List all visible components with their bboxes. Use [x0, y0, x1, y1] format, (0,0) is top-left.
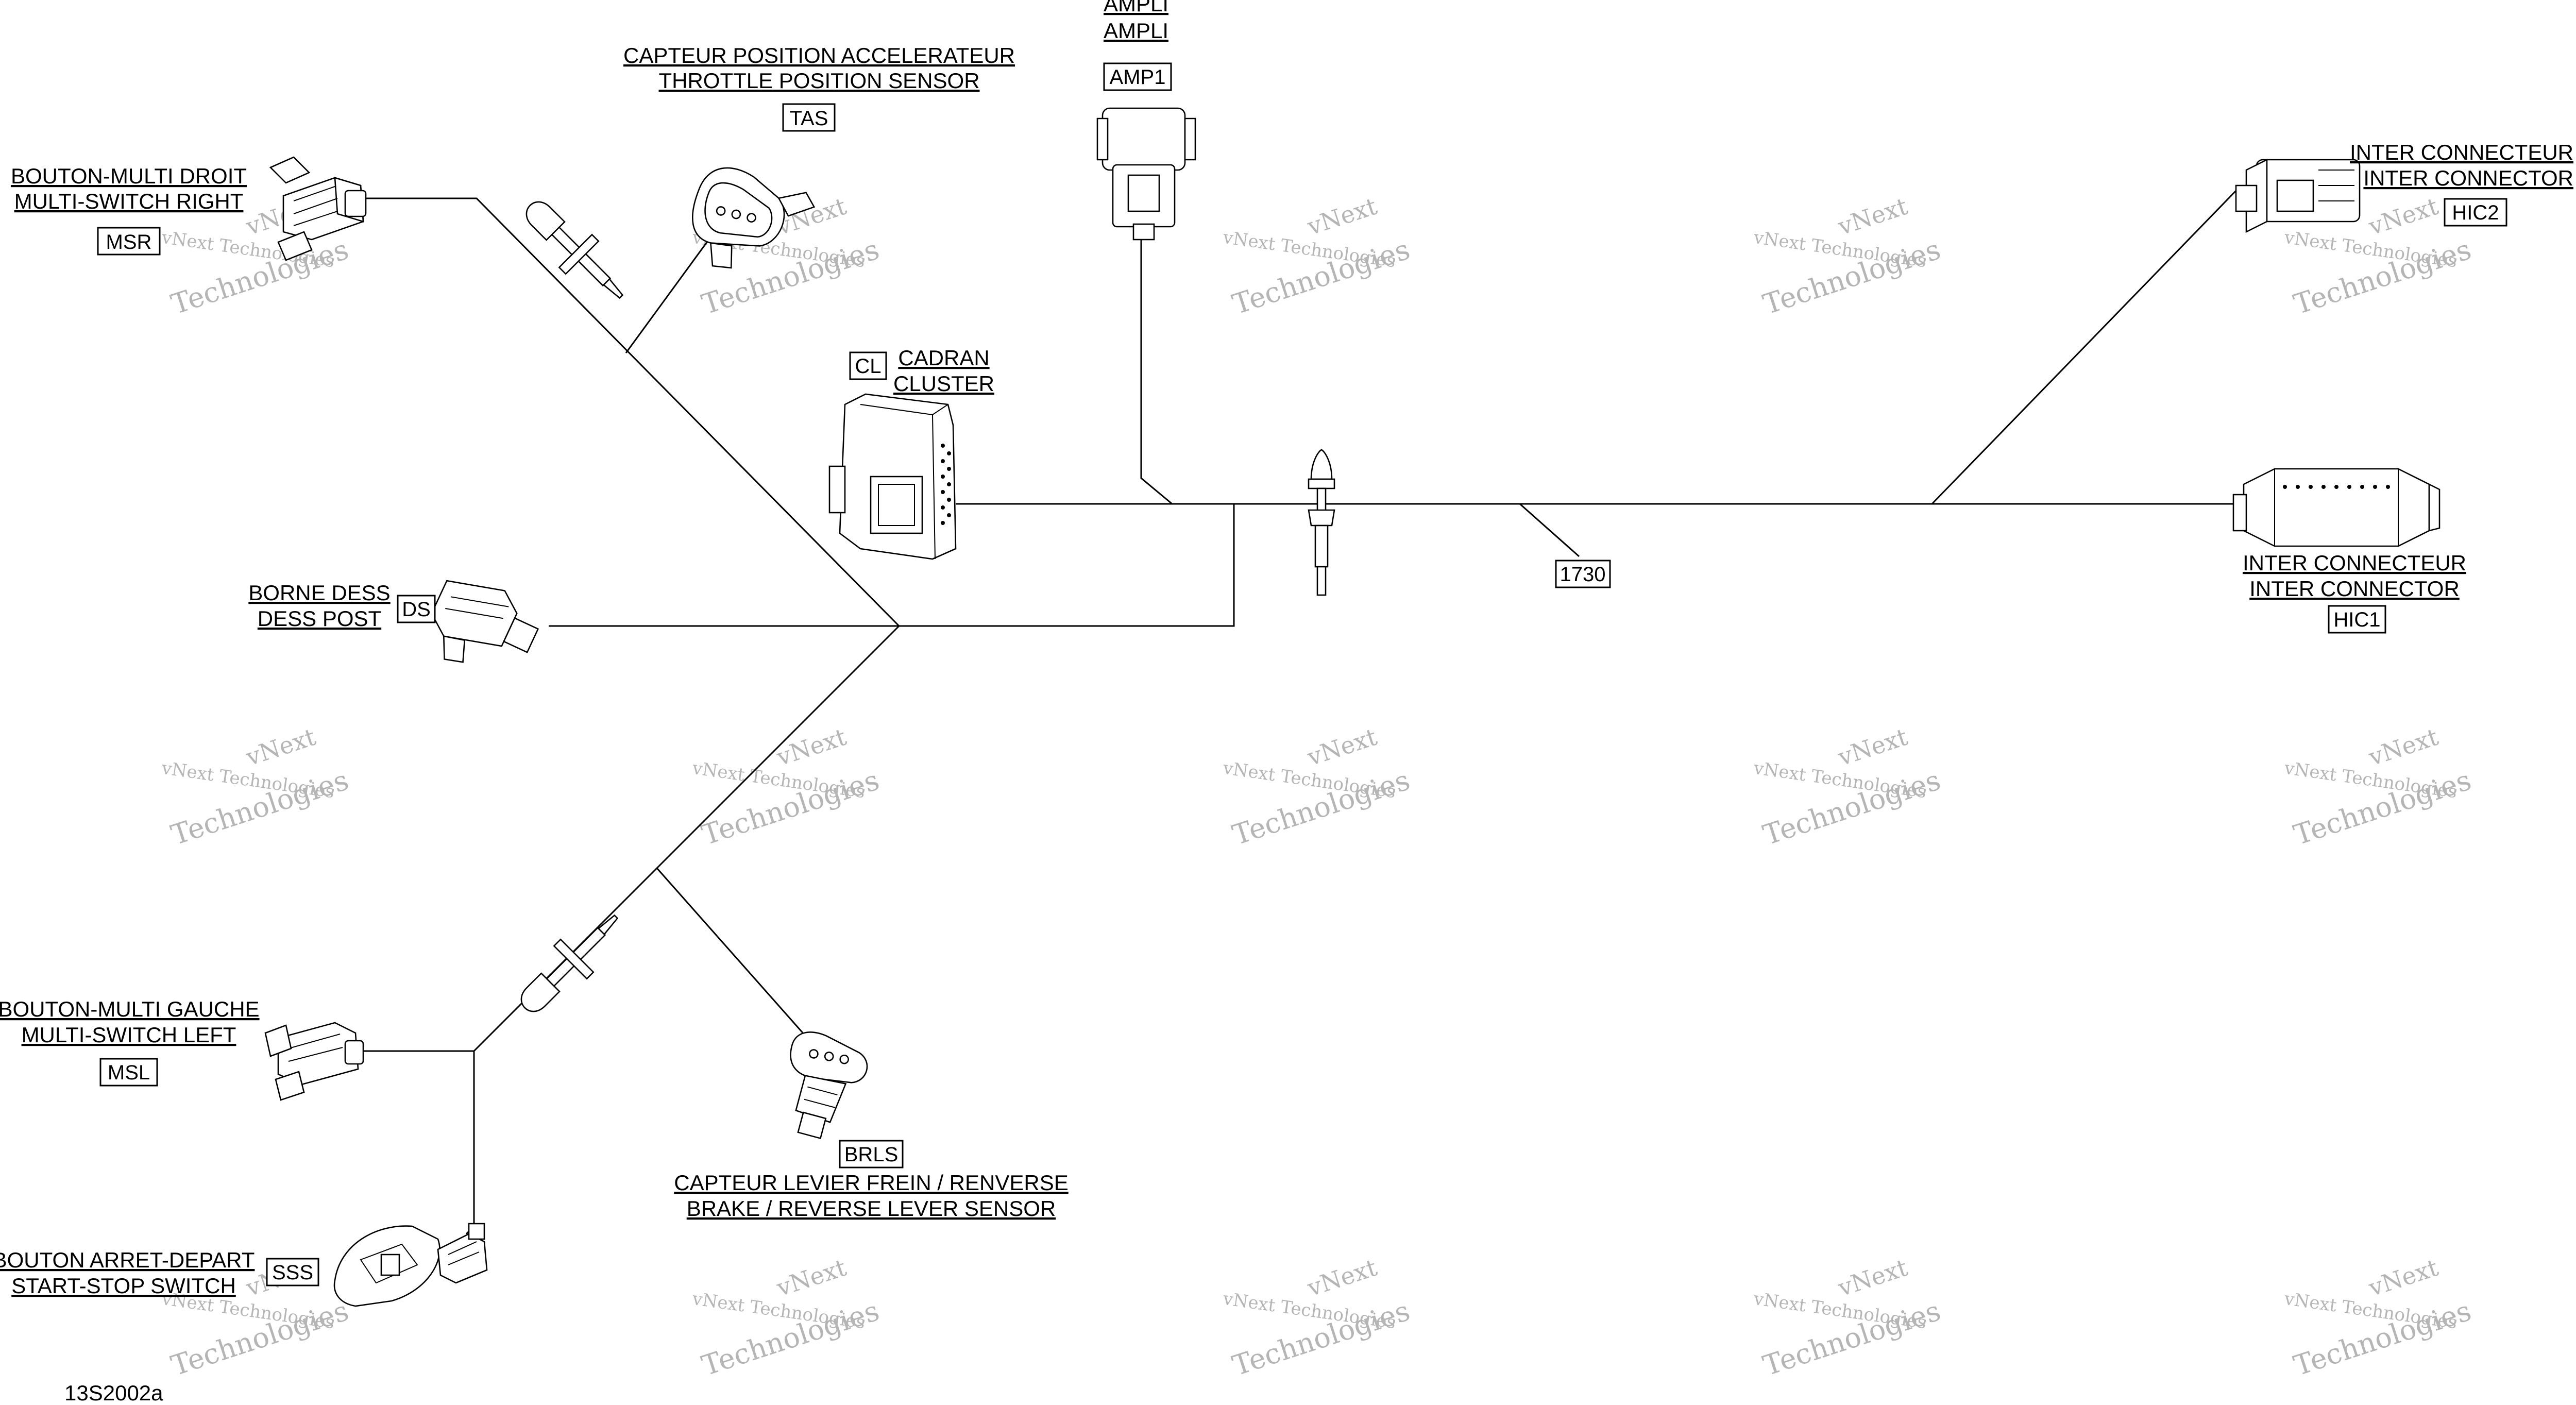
hic2-connector-icon: [2235, 158, 2361, 233]
msl-label-en: MULTI-SWITCH LEFT: [22, 1023, 236, 1047]
wire-1730: [1519, 503, 1580, 557]
cl-connector-icon: [828, 393, 957, 560]
watermark-text: vNext: [773, 723, 850, 771]
msr-label: BOUTON-MULTI DROIT MULTI-SWITCH RIGHT MS…: [11, 164, 247, 256]
ds-connector-icon: [431, 580, 539, 663]
watermark-text: vNext: [2365, 192, 2442, 241]
watermark-text: vNext: [2365, 723, 2442, 771]
watermark-text: vNext: [773, 1254, 850, 1302]
harness-clip-upper: [526, 201, 624, 299]
hic1-label-en: INTER CONNECTOR: [2249, 577, 2460, 601]
msl-code: MSL: [108, 1061, 150, 1084]
sss-switch-icon: [333, 1223, 488, 1307]
tas-code: TAS: [790, 107, 828, 130]
wire-sss: [465, 1051, 475, 1235]
watermark-text: vNext: [1303, 192, 1380, 241]
msr-label-fr: BOUTON-MULTI DROIT: [11, 164, 247, 188]
sss-label-fr: BOUTON ARRET-DEPART: [0, 1248, 255, 1272]
cl-code: CL: [855, 355, 881, 378]
watermark-text: vNext: [1303, 1254, 1380, 1302]
brls-sensor-icon: [790, 1031, 868, 1139]
hic1-label-fr: INTER CONNECTEUR: [2243, 551, 2466, 575]
sss-label-en: START-STOP SWITCH: [11, 1274, 236, 1298]
cl-label-fr: CADRAN: [898, 346, 989, 370]
watermark-text: vNext: [242, 723, 319, 771]
sss-label: BOUTON ARRET-DEPART START-STOP SWITCH SS…: [0, 1248, 319, 1298]
harness-clip-center: [1308, 449, 1335, 596]
watermark-text: vNext: [1303, 723, 1380, 771]
watermark-text: vNext: [1834, 192, 1911, 241]
watermark-text: vNext: [1834, 723, 1911, 771]
cl-label-en: CLUSTER: [893, 371, 994, 396]
msr-code: MSR: [106, 231, 152, 253]
brls-code: BRLS: [844, 1143, 899, 1166]
watermark-text: vNext: [1834, 1254, 1911, 1302]
msr-connector-icon: [269, 156, 367, 261]
ds-label-fr: BORNE DESS: [248, 581, 390, 605]
ds-code: DS: [402, 598, 431, 621]
sss-code: SSS: [272, 1261, 313, 1284]
hic1-connector-icon: [2232, 468, 2441, 547]
wire-down-to-junction: [899, 504, 1235, 627]
tas-sensor-icon: [692, 167, 816, 269]
watermark-text: vNext: [2365, 1254, 2442, 1302]
harness-wires: [343, 187, 2249, 1235]
amp1-code: AMP1: [1110, 66, 1166, 89]
brls-label-fr: CAPTEUR LEVIER FREIN / RENVERSE: [674, 1171, 1069, 1195]
msl-label: BOUTON-MULTI GAUCHE MULTI-SWITCH LEFT MS…: [0, 997, 260, 1087]
branch-tag: 1730: [1555, 560, 1611, 588]
msl-label-fr: BOUTON-MULTI GAUCHE: [0, 997, 260, 1021]
tas-label-en: THROTTLE POSITION SENSOR: [658, 69, 979, 93]
harness-clip-lower: [520, 914, 619, 1012]
brls-label-en: BRAKE / REVERSE LEVER SENSOR: [687, 1196, 1056, 1221]
hic2-code: HIC2: [2452, 201, 2499, 224]
wire-brls: [656, 868, 818, 1049]
amp1-connector-icon: [1096, 107, 1196, 241]
ds-label: BORNE DESS DESS POST DS: [248, 581, 436, 631]
msl-connector-icon: [264, 1022, 364, 1101]
amp1-label-en: AMPLI: [1104, 19, 1168, 43]
hic2-label-fr: INTER CONNECTEUR: [2350, 140, 2573, 164]
tas-label-fr: CAPTEUR POSITION ACCELERATEUR: [623, 43, 1015, 67]
amp1-label: AMPLI AMPLI AMP1: [1103, 0, 1172, 91]
wire-amp1: [1140, 232, 1173, 505]
hic2-label-en: INTER CONNECTOR: [2363, 166, 2573, 190]
wire-msr: [355, 197, 900, 627]
cl-label: CL CADRAN CLUSTER: [849, 346, 994, 396]
wire-hic2: [1931, 187, 2240, 505]
drawing-number: 13S2002a: [64, 1381, 163, 1405]
amp1-label-fr: AMPLI: [1104, 0, 1168, 16]
ds-label-en: DESS POST: [258, 606, 381, 631]
brls-label: BRLS CAPTEUR LEVIER FREIN / RENVERSE BRA…: [674, 1140, 1069, 1221]
hic1-code: HIC1: [2333, 608, 2380, 631]
msr-label-en: MULTI-SWITCH RIGHT: [14, 189, 244, 213]
hic1-label: INTER CONNECTEUR INTER CONNECTOR HIC1: [2243, 551, 2466, 634]
hic2-label: INTER CONNECTEUR INTER CONNECTOR HIC2: [2350, 140, 2573, 227]
branch-tag-text: 1730: [1560, 563, 1606, 586]
tas-label: CAPTEUR POSITION ACCELERATEUR THROTTLE P…: [623, 43, 1015, 132]
